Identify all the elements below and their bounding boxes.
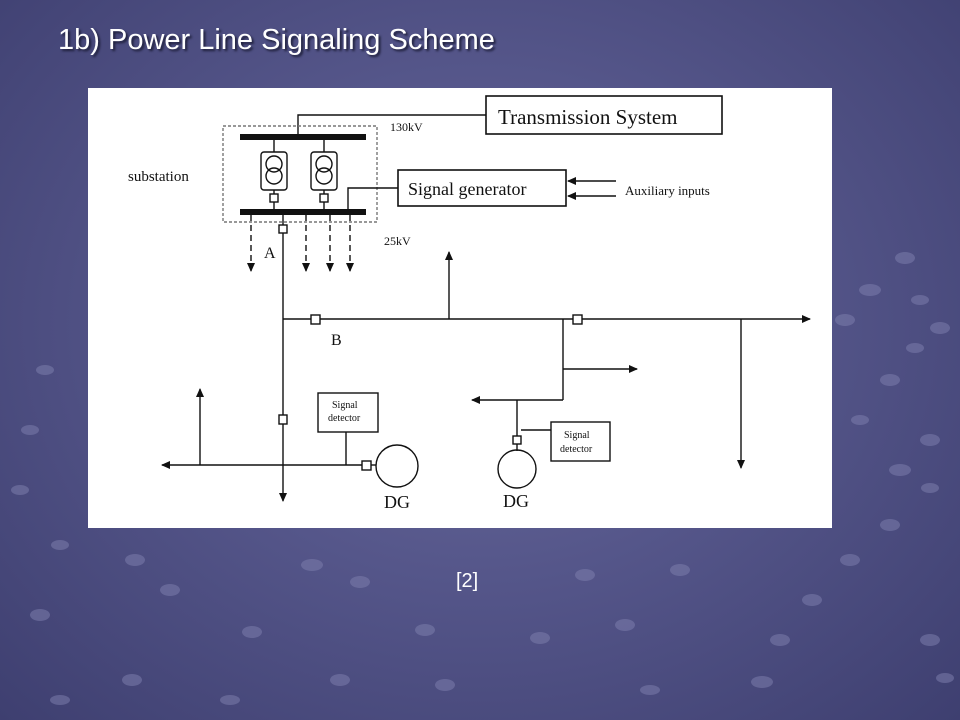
dg-left-generator (375, 444, 419, 488)
signal-detector-right-label-1: Signal (564, 430, 590, 441)
dg-left-label: DG (384, 492, 410, 512)
dg-right-sensor (512, 435, 522, 445)
signal-detector-left-label-1: Signal (332, 400, 358, 411)
substation-label: substation (128, 169, 189, 185)
signal-generator-label: Signal generator (408, 179, 526, 199)
reference-citation: [2] (456, 570, 479, 592)
sensor-branch-right (572, 314, 583, 325)
sensor-a (278, 224, 288, 234)
auxiliary-inputs-label: Auxiliary inputs (625, 183, 710, 198)
transformer-right (310, 140, 338, 209)
sensor-b (310, 314, 321, 325)
signal-detector-left-label-2: detector (328, 413, 361, 424)
dg-right-generator (497, 449, 537, 489)
busbar-25kv (240, 209, 366, 215)
dg-right-label: DG (503, 491, 529, 511)
sensor-left-lower (278, 414, 288, 425)
diagram-panel: Transmission System 130kV substation Sig… (88, 88, 832, 528)
signal-detector-left-box (317, 392, 379, 433)
power-line-signaling-diagram: Transmission System 130kV substation Sig… (128, 95, 811, 512)
node-a-label: A (264, 245, 276, 262)
voltage-25kv-label: 25kV (384, 234, 411, 248)
dg-left-sensor (361, 460, 372, 471)
signal-generator-link (347, 187, 398, 209)
signal-detector-right-label-2: detector (560, 444, 593, 455)
transmission-link (297, 114, 486, 134)
slide-title: 1b) Power Line Signaling Scheme (58, 24, 495, 56)
busbar-130kv (240, 134, 366, 140)
transmission-system-label: Transmission System (498, 105, 678, 129)
node-b-label: B (331, 332, 342, 349)
substation-boundary (222, 125, 378, 223)
signal-detector-right-box (550, 421, 611, 462)
transformer-left (260, 140, 288, 209)
voltage-130kv-label: 130kV (390, 120, 423, 134)
